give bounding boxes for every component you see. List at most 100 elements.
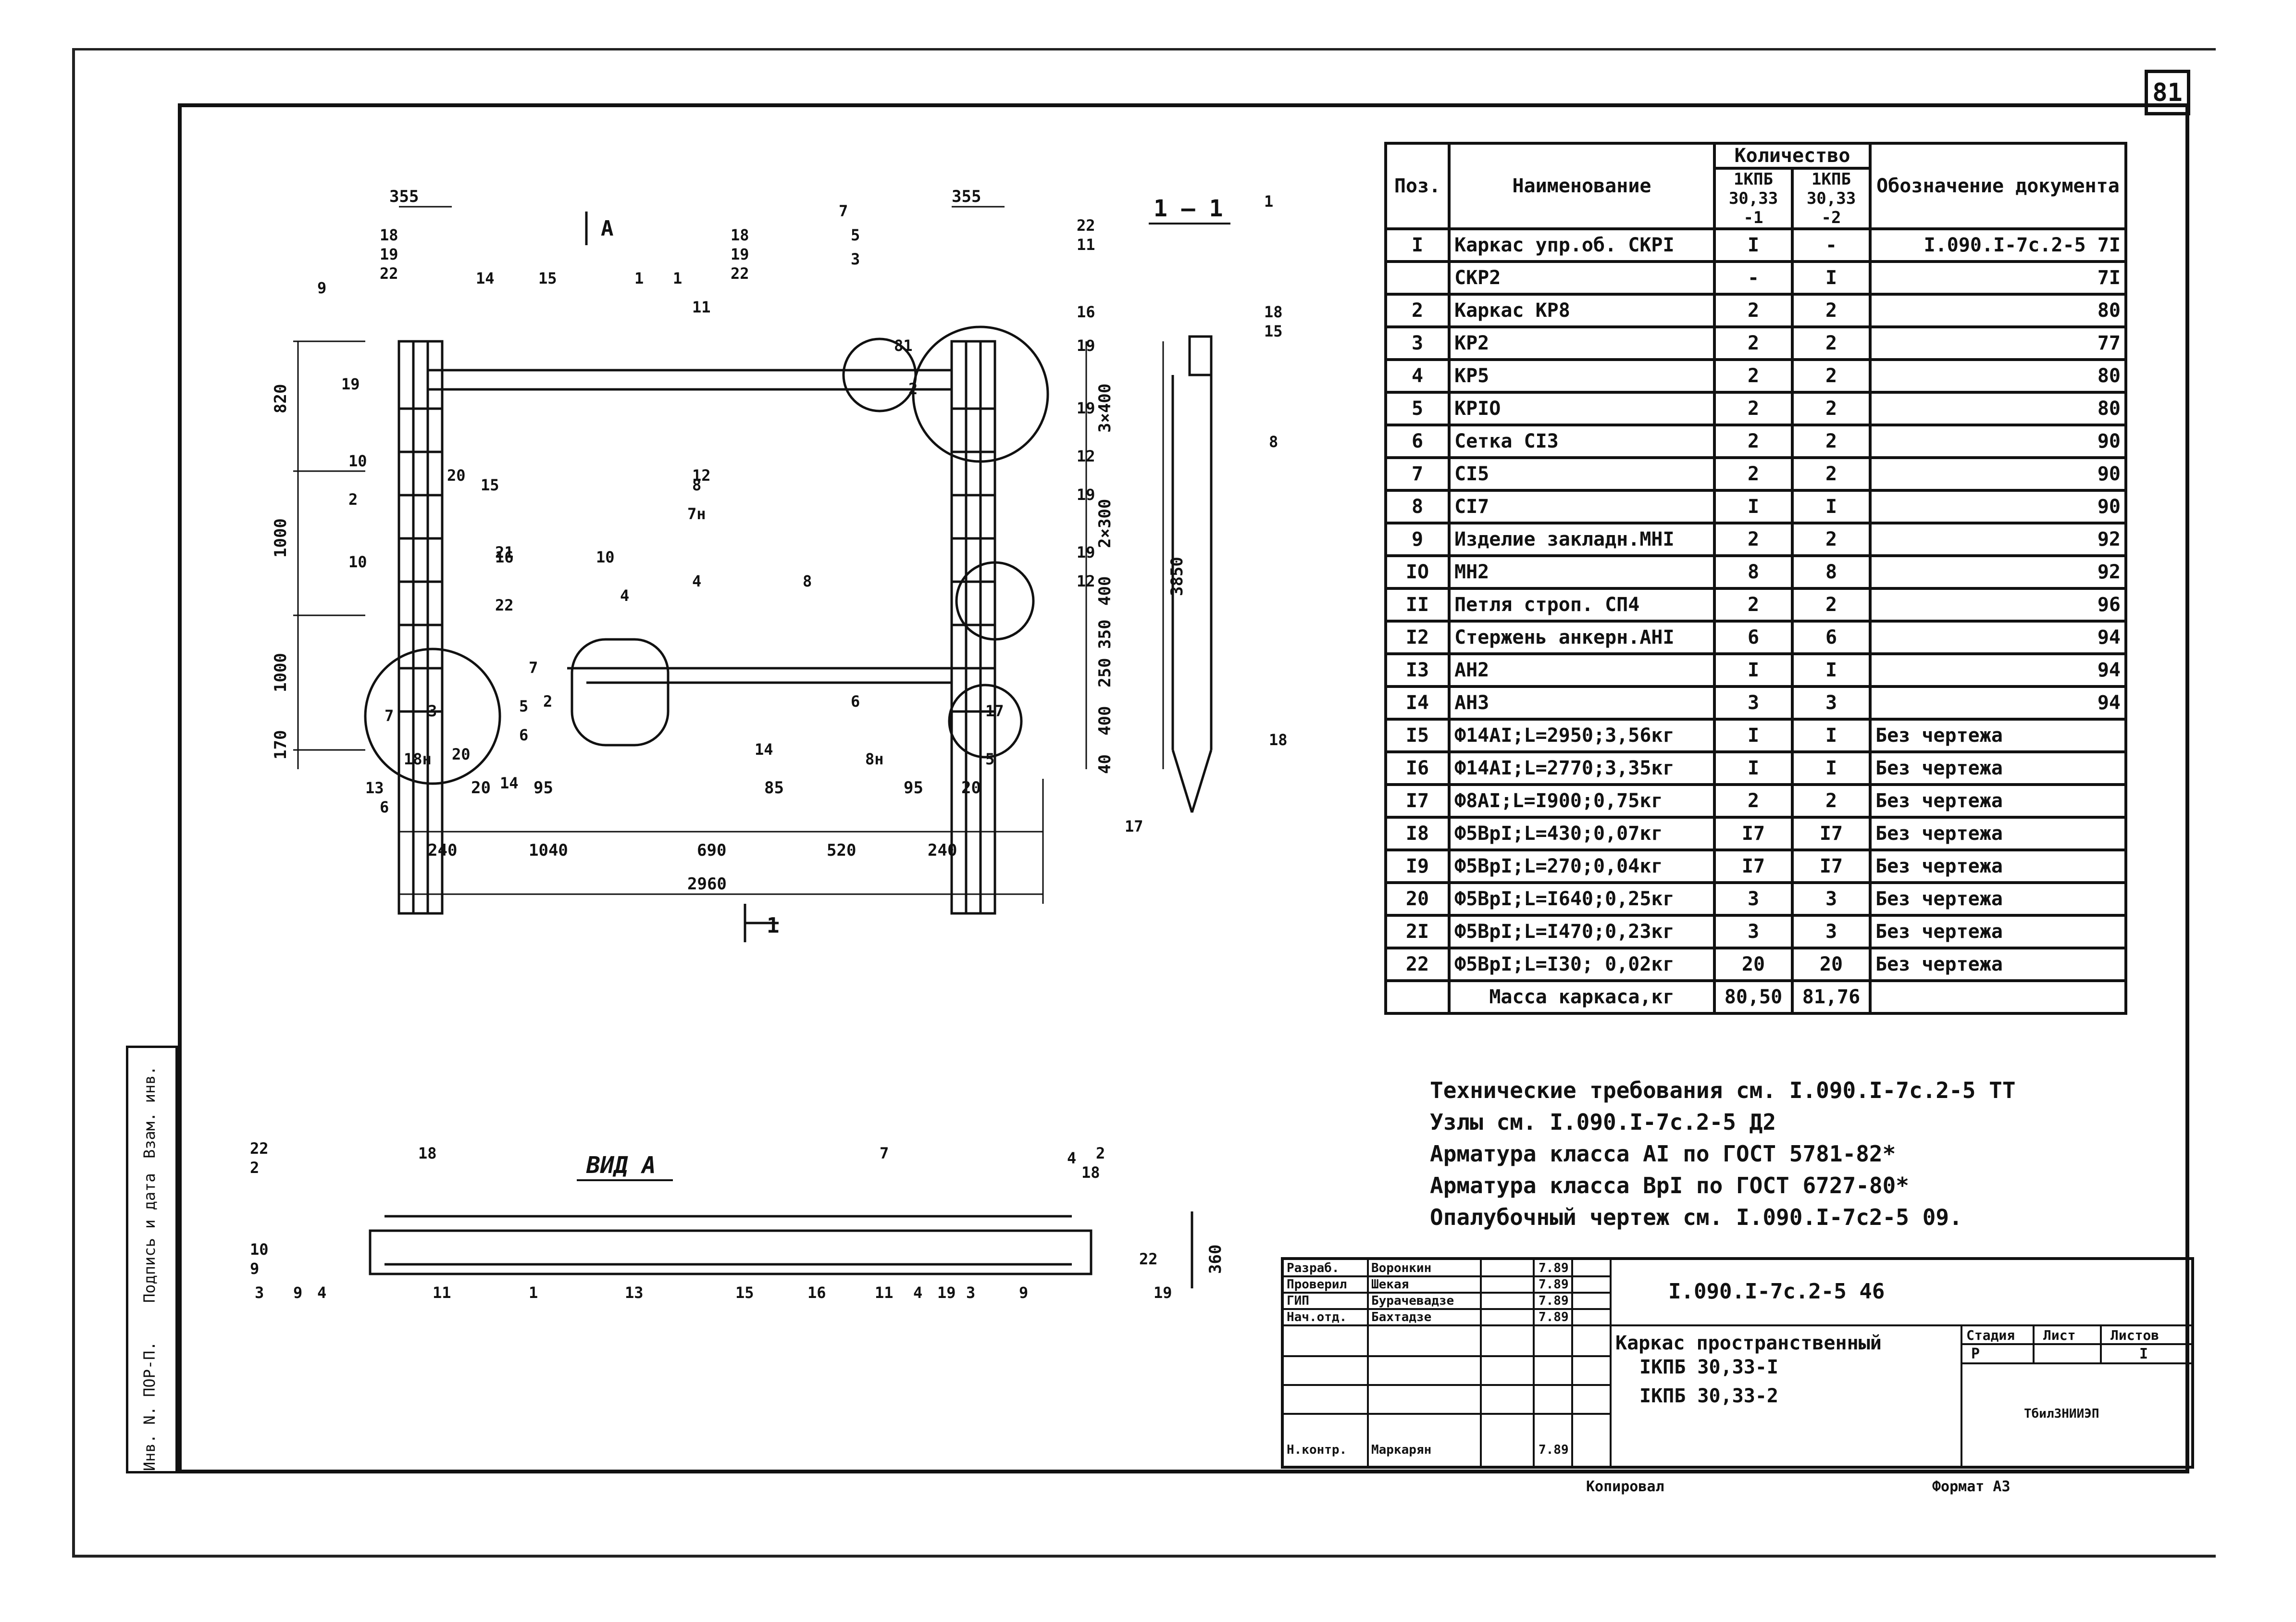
- stamp-role: Проверил: [1287, 1277, 1347, 1292]
- sheets-value: I: [2139, 1346, 2148, 1362]
- note-line: Технические требования см. I.090.I-7с.2-…: [1430, 1077, 2016, 1103]
- spec-cell-pos: I7: [1384, 783, 1451, 819]
- callout-label: 15: [481, 476, 499, 494]
- callout-label: 17: [985, 702, 1004, 720]
- callout-label: 9: [317, 279, 326, 297]
- spec-cell-q1: 2: [1713, 522, 1794, 557]
- spec-cell-q2: 8: [1791, 554, 1872, 590]
- spec-cell-name: Изделие закладн.МНI: [1448, 522, 1716, 557]
- spec-cell-pos: [1384, 260, 1451, 296]
- dim-left-3: 170: [271, 730, 290, 760]
- spec-cell-name: Ф14АI;L=2950;3,56кг: [1448, 718, 1716, 753]
- spec-cell-q1: 2: [1713, 783, 1794, 819]
- spec-cell-name: Ф8АI;L=I900;0,75кг: [1448, 783, 1716, 819]
- note-line: Опалубочный чертеж см. I.090.I-7с2-5 09.: [1430, 1204, 1962, 1230]
- spec-cell-doc: 94: [1869, 652, 2127, 688]
- callout-label: 19: [1077, 486, 1095, 504]
- spec-cell-name: СI7: [1448, 489, 1716, 524]
- callout-label: 22: [380, 264, 398, 283]
- spec-cell-pos: IO: [1384, 554, 1451, 590]
- sheets-label: Листов: [2110, 1327, 2159, 1343]
- spec-cell-doc: Без чертежа: [1869, 881, 2127, 917]
- spec-cell-pos: 9: [1384, 522, 1451, 557]
- callout-label: 2: [543, 692, 552, 711]
- section-marker-bottom: 1: [767, 913, 780, 938]
- stage-value: Р: [1971, 1346, 1980, 1362]
- callout-label: 9: [293, 1284, 302, 1302]
- spec-cell-name: Ф5ВрI;L=I30; 0,02кг: [1448, 947, 1716, 982]
- spec-cell-q1: I: [1713, 750, 1794, 786]
- dim-top-left: 355: [389, 187, 419, 206]
- title-line-1: Каркас пространственный: [1615, 1332, 1882, 1354]
- callout-label: 4: [913, 1284, 922, 1302]
- spec-cell-q2: 2: [1791, 325, 1872, 361]
- callout-label: 6: [519, 726, 528, 744]
- spec-cell-name: Ф14АI;L=2770;3,35кг: [1448, 750, 1716, 786]
- dim-right-1: 2×300: [1095, 499, 1115, 548]
- spec-cell-q1: I: [1713, 227, 1794, 263]
- callout-label: 18: [1264, 303, 1283, 321]
- callout-label: 18н: [404, 750, 432, 768]
- dim-bottom-1: 1040: [529, 841, 568, 860]
- callout-label: 18: [1081, 1163, 1100, 1182]
- dim-left-2: 1000: [271, 653, 290, 692]
- spec-cell-name: Сетка СI3: [1448, 424, 1716, 459]
- spec-cell-pos: 2I: [1384, 914, 1451, 949]
- dim-top-right: 355: [952, 187, 981, 206]
- dim-small-2: 85: [764, 778, 784, 798]
- section-title: 1 — 1: [1154, 195, 1223, 222]
- dim-left-1: 1000: [271, 518, 290, 558]
- callout-label: 12: [1077, 572, 1095, 590]
- spec-cell-doc: 7I: [1869, 260, 2127, 296]
- callout-label: 14: [755, 740, 773, 759]
- view-marker-a: А: [601, 216, 614, 241]
- callout-label: 7: [385, 707, 394, 725]
- spec-total-q2: 81,76: [1791, 979, 1872, 1015]
- spec-cell-doc: Без чертежа: [1869, 750, 2127, 786]
- callout-label: 10: [348, 452, 367, 470]
- note-line: Узлы см. I.090.I-7с.2-5 Д2: [1430, 1109, 1776, 1135]
- spec-cell-name: Ф5ВрI;L=430;0,07кг: [1448, 816, 1716, 851]
- callout-label: 8н: [865, 750, 884, 768]
- spec-cell-doc: Без чертежа: [1869, 947, 2127, 982]
- spec-cell-pos: I8: [1384, 816, 1451, 851]
- note-line: Арматура класса ВрI по ГОСТ 6727-80*: [1430, 1173, 1909, 1198]
- stamp-role: ГИП: [1287, 1294, 1309, 1308]
- spec-cell-q2: 2: [1791, 293, 1872, 328]
- spec-cell-q2: 3: [1791, 914, 1872, 949]
- callout-label: 1: [634, 269, 644, 287]
- col-doc-header: Обозначение документа: [1869, 142, 2127, 230]
- dim-bottom-4: 240: [928, 841, 957, 860]
- dim-right-2: 400: [1095, 576, 1115, 606]
- spec-cell-q2: I7: [1791, 816, 1872, 851]
- dim-right-5: 400: [1095, 706, 1115, 736]
- side-stamp: Инв. N. ПОР-П. Подпись и дата Взам. инв.: [126, 1046, 178, 1473]
- spec-cell-pos: 22: [1384, 947, 1451, 982]
- callout-label: 81: [894, 337, 913, 355]
- spec-cell-q2: I: [1791, 652, 1872, 688]
- dim-small-0: 20: [471, 778, 491, 798]
- callout-label: 11: [433, 1284, 451, 1302]
- stamp-date: 7.89: [1539, 1294, 1569, 1308]
- col-qty2-header: 1КПБ 30,33 -2: [1791, 167, 1872, 230]
- callout-label: 8: [803, 572, 812, 590]
- spec-cell-q1: 2: [1713, 325, 1794, 361]
- callout-label: 13: [365, 779, 384, 797]
- spec-cell-doc: 90: [1869, 424, 2127, 459]
- dim-right-0: 3×400: [1095, 384, 1115, 433]
- callout-label: 16: [495, 548, 514, 566]
- spec-cell-q2: I: [1791, 718, 1872, 753]
- dim-left-0: 820: [271, 384, 290, 413]
- callout-label: 22: [731, 264, 749, 283]
- callout-label: 15: [735, 1284, 754, 1302]
- spec-cell-q2: -: [1791, 227, 1872, 263]
- callout-label: 4: [317, 1284, 326, 1302]
- view-a-dim: 360: [1206, 1245, 1225, 1274]
- organization: ТбилЗНИИЭП: [2024, 1407, 2099, 1421]
